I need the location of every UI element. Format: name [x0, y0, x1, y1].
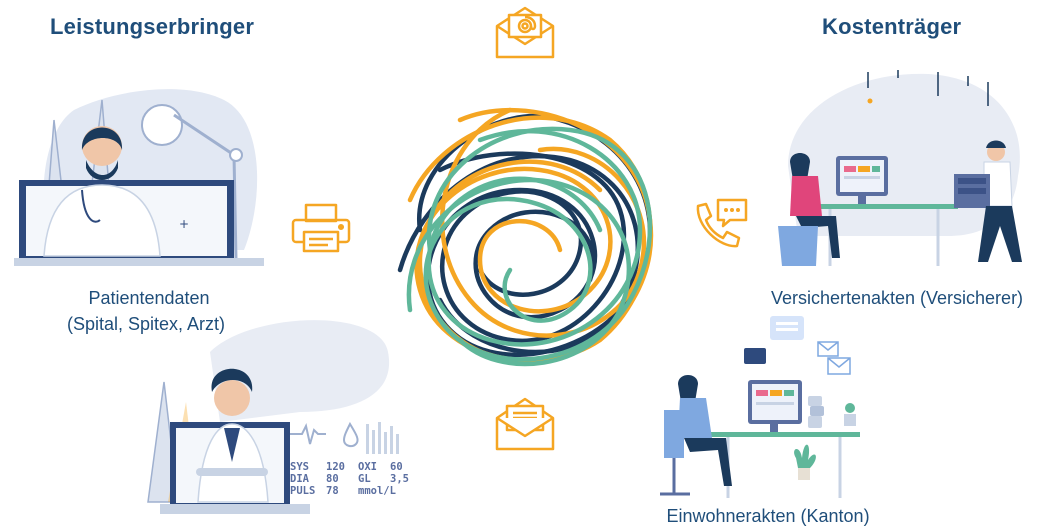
canton-office-illustration: [660, 316, 860, 498]
caption-insurer-records: Versichertenakten (Versicherer): [770, 288, 1024, 308]
letter-envelope-icon: [495, 397, 555, 451]
doctor-vitals-illustration: SYS 120 DIA 80 PULS 78 OXI 60 GL 3,5 mmo…: [147, 320, 409, 514]
caption-patient-data-line1: Patientendaten: [88, 288, 210, 308]
vital-gl-label: GL: [358, 473, 371, 485]
vital-puls-label: PULS: [290, 485, 315, 497]
insurer-office-illustration: [778, 70, 1022, 266]
header-providers: Leistungserbringer: [50, 14, 255, 39]
vital-dia-label: DIA: [290, 473, 310, 485]
vital-sys-label: SYS: [290, 461, 309, 473]
header-payers: Kostenträger: [822, 14, 962, 39]
vital-gl-value: 3,5: [390, 473, 409, 485]
caption-patient-data-line2: (Spital, Spitex, Arzt): [66, 314, 226, 334]
phone-chat-icon: [696, 198, 748, 248]
vital-puls-value: 78: [326, 485, 339, 497]
tangled-lines-graphic: [397, 107, 654, 367]
svg-text:+: +: [179, 217, 189, 231]
vital-unit: mmol/L: [358, 485, 396, 497]
email-at-icon: [495, 6, 555, 59]
caption-canton-records: Einwohnerakten (Kanton): [666, 506, 870, 526]
fax-printer-icon: [291, 203, 351, 253]
vital-oxi-value: 60: [390, 461, 403, 473]
doctor-laptop-illustration: +: [14, 89, 264, 266]
vital-oxi-label: OXI: [358, 461, 377, 473]
vital-sys-value: 120: [326, 461, 345, 473]
vital-dia-value: 80: [326, 473, 339, 485]
